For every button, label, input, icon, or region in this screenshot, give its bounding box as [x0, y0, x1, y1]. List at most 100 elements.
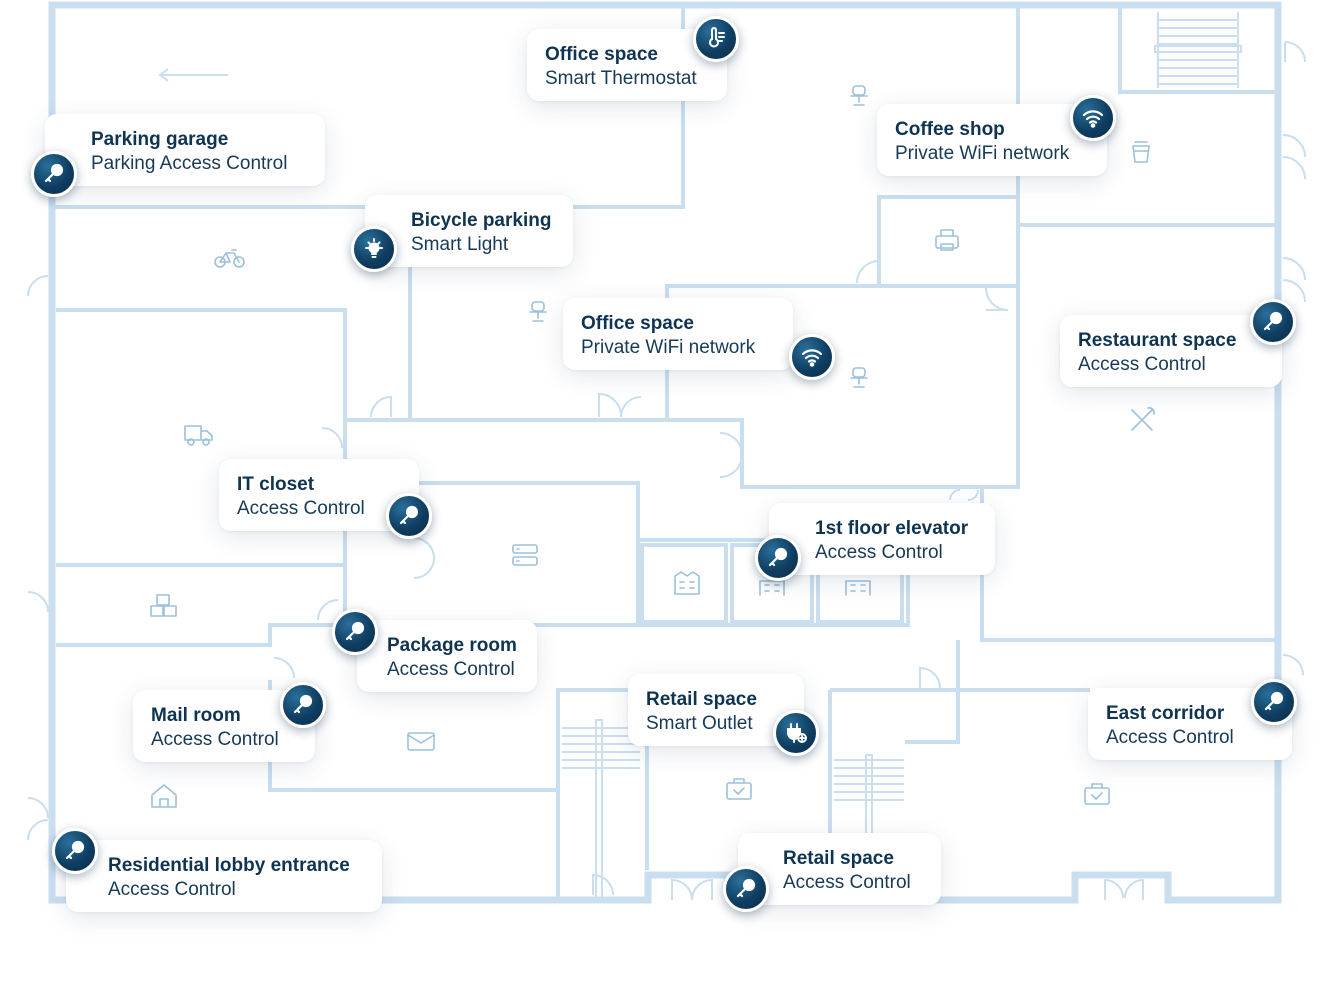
marker-it-closet[interactable]: IT closet Access Control: [219, 459, 419, 531]
chair-icon: [850, 367, 868, 388]
stair-rail-top: [1154, 45, 1242, 53]
wall-retail-east: [905, 690, 960, 744]
key-icon[interactable]: [755, 535, 801, 581]
bicycle-icon: [214, 249, 245, 268]
marker-subtitle: Private WiFi network: [895, 143, 1070, 164]
envelope-icon: [407, 732, 435, 751]
wall-office-right: [347, 284, 1020, 489]
marker-subtitle: Parking Access Control: [91, 153, 288, 174]
marker-subtitle: Smart Outlet: [646, 713, 753, 734]
building-icon: [759, 580, 785, 596]
door-21: [949, 489, 979, 501]
marker-coffee-shop[interactable]: Coffee shop Private WiFi network: [877, 104, 1107, 176]
door-14: [413, 537, 435, 579]
stair-rail-center-left: [595, 719, 603, 901]
marker-subtitle: Access Control: [108, 879, 236, 900]
marker-title: Coffee shop: [895, 119, 1005, 140]
door-11: [985, 287, 1009, 311]
marker-subtitle: Access Control: [237, 498, 365, 519]
marker-title: Parking garage: [91, 129, 229, 150]
marker-subtitle: Access Control: [815, 542, 943, 563]
door-8: [370, 395, 392, 418]
wall-server-room: [410, 481, 640, 625]
elevator-shaft-1: [640, 543, 728, 624]
door-10: [856, 260, 880, 284]
marker-title: Mail room: [151, 705, 241, 726]
marker-restaurant[interactable]: Restaurant space Access Control: [1060, 315, 1282, 387]
direction-arrow: [158, 68, 228, 82]
door-20: [1104, 878, 1144, 900]
truck-icon: [184, 425, 213, 446]
key-icon[interactable]: [31, 151, 77, 197]
marker-title: Package room: [387, 635, 517, 656]
marker-package-room[interactable]: Package room Access Control: [357, 620, 537, 692]
marker-title: IT closet: [237, 474, 315, 495]
marker-title: East corridor: [1106, 703, 1225, 724]
chair-icon: [850, 85, 868, 106]
marker-subtitle: Access Control: [783, 872, 911, 893]
cutlery-icon: [1131, 407, 1155, 431]
wifi-icon[interactable]: [789, 334, 835, 380]
marker-subtitle: Smart Thermostat: [545, 68, 697, 89]
marker-bicycle-parking[interactable]: Bicycle parking Smart Light: [365, 195, 573, 267]
cup-icon: [1132, 141, 1150, 163]
key-icon[interactable]: [280, 682, 326, 728]
marker-title: Office space: [545, 44, 658, 65]
marker-title: Retail space: [646, 689, 757, 710]
key-icon[interactable]: [386, 493, 432, 539]
key-icon[interactable]: [1251, 679, 1297, 725]
door-5: [27, 275, 49, 297]
server-icon: [512, 544, 538, 566]
thermostat-icon[interactable]: [693, 16, 739, 62]
wifi-icon[interactable]: [1070, 95, 1116, 141]
printer-icon: [935, 229, 959, 251]
door-9: [598, 392, 642, 418]
shopping-bag-icon: [726, 778, 752, 800]
marker-subtitle: Access Control: [151, 729, 279, 750]
marker-subtitle: Access Control: [387, 659, 515, 680]
marker-title: Residential lobby entrance: [108, 855, 350, 876]
marker-subtitle: Private WiFi network: [581, 337, 756, 358]
wall-storage-bottom: [56, 623, 347, 647]
door-3: [1282, 257, 1306, 303]
door-2: [1282, 134, 1306, 180]
marker-subtitle: Access Control: [1078, 354, 1206, 375]
stair-center-right: [834, 759, 904, 801]
marker-subtitle: Access Control: [1106, 727, 1234, 748]
marker-title: Retail space: [783, 848, 894, 869]
building-icon: [674, 571, 700, 595]
marker-title: Office space: [581, 313, 694, 334]
door-18: [592, 873, 614, 896]
boxes-icon: [150, 594, 177, 617]
lightbulb-icon[interactable]: [351, 226, 397, 272]
door-6: [27, 591, 49, 613]
building-icon: [845, 580, 871, 596]
home-icon: [151, 784, 177, 808]
door-4: [1282, 654, 1304, 676]
marker-parking-garage[interactable]: Parking garage Parking Access Control: [45, 114, 325, 186]
door-15: [317, 599, 339, 621]
wall-printer-room: [877, 195, 1020, 286]
marker-office-wifi[interactable]: Office space Private WiFi network: [563, 298, 793, 370]
marker-title: Restaurant space: [1078, 330, 1237, 351]
door-13: [321, 427, 343, 449]
door-16: [273, 657, 295, 679]
outer-wall: [48, 1, 1282, 904]
door-17: [919, 666, 941, 689]
marker-title: 1st floor elevator: [815, 518, 969, 539]
marker-residential-lobby[interactable]: Residential lobby entrance Access Contro…: [66, 840, 382, 912]
key-icon[interactable]: [52, 828, 98, 874]
chair-icon: [529, 301, 547, 322]
wall-east-corridor: [980, 487, 1276, 642]
marker-title: Bicycle parking: [411, 210, 552, 231]
key-icon[interactable]: [1250, 299, 1296, 345]
outlet-icon[interactable]: [773, 710, 819, 756]
door-7: [27, 797, 49, 841]
stair-top-right: [1157, 12, 1239, 88]
wall-stair-top: [1118, 8, 1276, 94]
key-icon[interactable]: [723, 866, 769, 912]
marker-retail-access[interactable]: Retail space Access Control: [738, 833, 941, 905]
marker-elevator[interactable]: 1st floor elevator Access Control: [769, 503, 995, 575]
key-icon[interactable]: [332, 609, 378, 655]
